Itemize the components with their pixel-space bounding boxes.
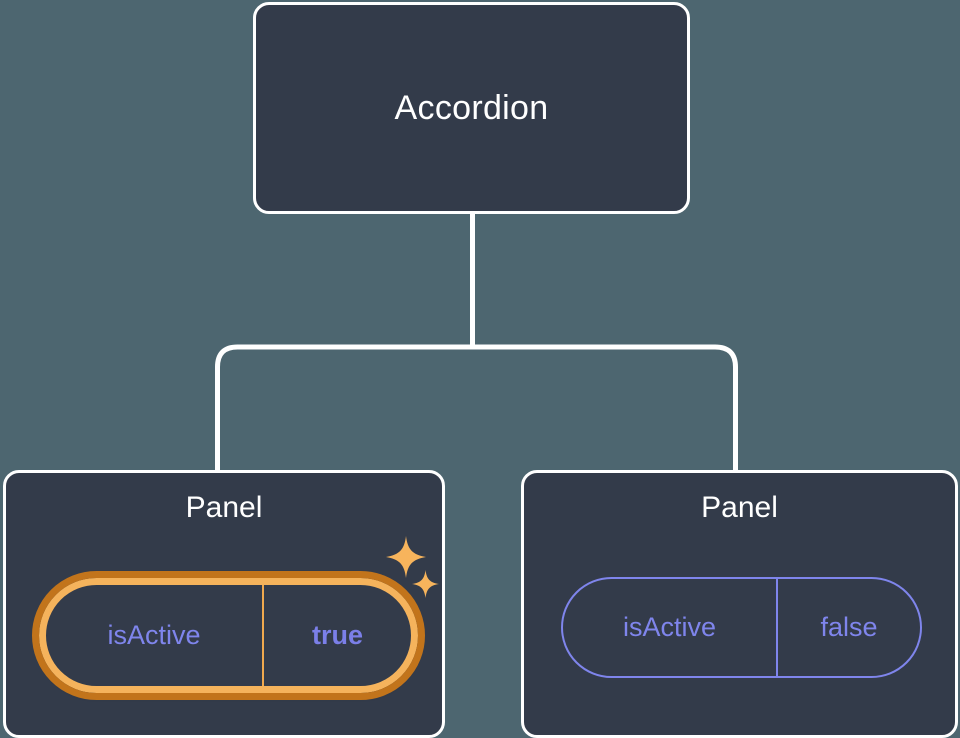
node-panel-0-title: Panel — [185, 491, 263, 524]
prop-key-label: isActive — [622, 612, 717, 642]
node-panel-1-title: Panel — [701, 491, 778, 524]
prop-value-label: true — [262, 585, 411, 686]
node-accordion-title: Accordion — [394, 89, 549, 127]
node-panel-1[interactable]: Panel isActive false — [521, 470, 958, 738]
prop-pill-isactive-false[interactable]: isActive false — [561, 577, 922, 678]
node-accordion[interactable]: Accordion — [253, 2, 690, 214]
prop-value-label: false — [776, 579, 920, 676]
prop-key-label: isActive — [107, 620, 201, 650]
node-panel-0[interactable]: Panel isActive true — [3, 470, 445, 738]
prop-pill-isactive-true[interactable]: isActive true — [32, 571, 425, 700]
